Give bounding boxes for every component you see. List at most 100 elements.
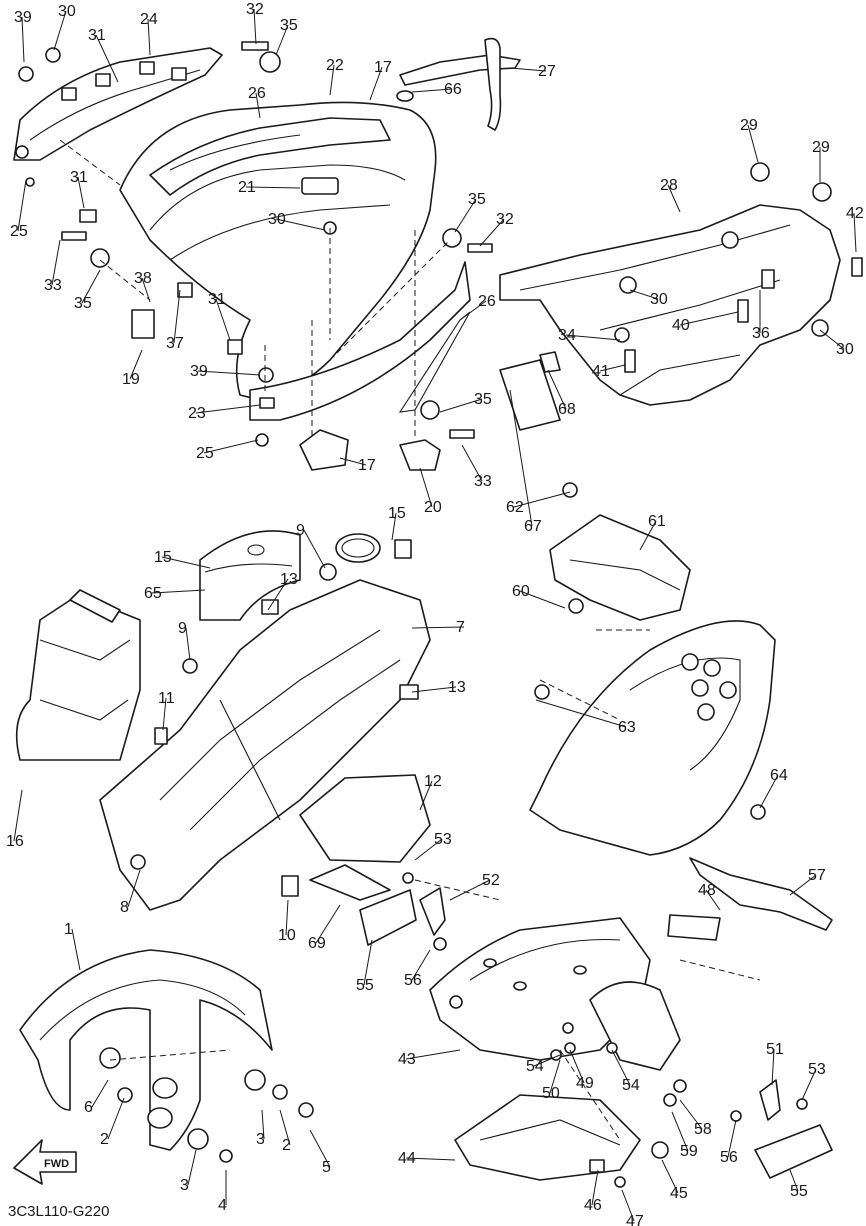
callout-34: 34 [558,327,576,344]
callout-leader [513,491,571,508]
callout-17: 17 [374,59,392,76]
callout-leader [449,879,491,901]
callout-48: 48 [698,882,716,899]
callout-15: 15 [154,549,172,566]
seat-frame-cover-17 [119,101,437,401]
callout-leader [253,8,257,45]
callout-leader [127,869,141,908]
callout-21: 21 [238,179,256,196]
callout-leader [195,404,261,414]
callout-4: 4 [218,1197,227,1214]
forward-arrow-icon [13,1139,77,1185]
callout-60: 60 [512,583,530,600]
callout-3: 3 [180,1177,189,1194]
callout-5: 5 [322,1159,331,1176]
callout-leader [853,212,857,253]
callout-51: 51 [766,1041,784,1058]
seat-tray-7 [99,539,431,911]
callout-leader [565,334,621,341]
callout-leader [679,1099,703,1130]
callout-32: 32 [246,1,264,18]
callout-leader [275,218,326,231]
callout-49: 49 [576,1075,594,1092]
callout-leader [533,1054,561,1067]
callout-leader [107,1097,125,1140]
callout-62: 62 [506,499,524,516]
callout-52: 52 [482,872,500,889]
callout-leader [147,18,151,56]
callout-47: 47 [626,1213,644,1226]
callout-leader [405,1157,456,1161]
callout-3: 3 [256,1131,265,1148]
callout-19: 19 [122,371,140,388]
callout-leader [405,1049,461,1060]
callout-25: 25 [10,223,28,240]
callout-35: 35 [74,295,92,312]
license-bracket-57 [667,857,833,941]
front-fender-1 [19,949,314,1163]
strap-27 [399,37,521,131]
callout-64: 64 [770,767,788,784]
side-cover-24 [13,47,223,161]
callout-leader [461,444,483,482]
callout-1: 1 [64,921,73,938]
callout-55: 55 [790,1183,808,1200]
callout-15: 15 [388,505,406,522]
callout-leader [411,626,465,629]
reflectors-55 [359,889,833,1179]
callout-leader [591,1169,599,1206]
callout-42: 42 [846,205,864,222]
drawing-code: 3C3L110-G220 [8,1203,109,1220]
callout-27: 27 [538,63,556,80]
callout-leader [275,24,289,56]
callout-leader [519,590,566,609]
callout-55: 55 [356,977,374,994]
callout-leader [667,184,681,213]
callout-2: 2 [282,1137,291,1154]
callout-25: 25 [196,445,214,462]
tail-light-stays [402,872,808,1122]
callout-leader [151,589,206,594]
rubber-mat-12 [299,774,431,901]
callout-leader [549,1059,561,1094]
callout-leader [315,904,341,944]
callout-53: 53 [434,831,452,848]
callout-leader [329,64,335,96]
small-parts-top [18,41,561,471]
callout-leader [705,889,721,911]
callout-leader [187,1149,197,1186]
callout-45: 45 [670,1185,688,1202]
dashed-guides-top [59,139,451,440]
callout-23: 23 [188,405,206,422]
callout-leader [81,269,101,304]
callout-leader [801,1068,817,1101]
callout-30: 30 [650,291,668,308]
callout-59: 59 [680,1143,698,1160]
callout-leader [369,66,383,101]
callout-leader [185,627,191,661]
callout-leader [621,1189,635,1222]
callout-66: 66 [444,81,462,98]
grab-bracket-61 [549,482,691,621]
callout-leader [547,369,567,410]
callout-31: 31 [88,27,106,44]
callout-35: 35 [474,391,492,408]
callout-13: 13 [448,679,466,696]
rear-frame-bracket-28 [499,162,863,406]
callout-leader [245,186,301,189]
callout-leader [53,10,67,51]
callout-leader [727,1119,737,1158]
callout-53: 53 [808,1061,826,1078]
callout-leader [479,218,505,247]
callout-32: 32 [496,211,514,228]
callout-leader [21,16,25,63]
callout-leader [13,789,23,842]
callout-57: 57 [808,867,826,884]
callout-leader [639,520,657,551]
rear-cowl-63 [529,620,776,856]
callout-leader [439,398,483,413]
callout-65: 65 [144,585,162,602]
callout-28: 28 [660,177,678,194]
